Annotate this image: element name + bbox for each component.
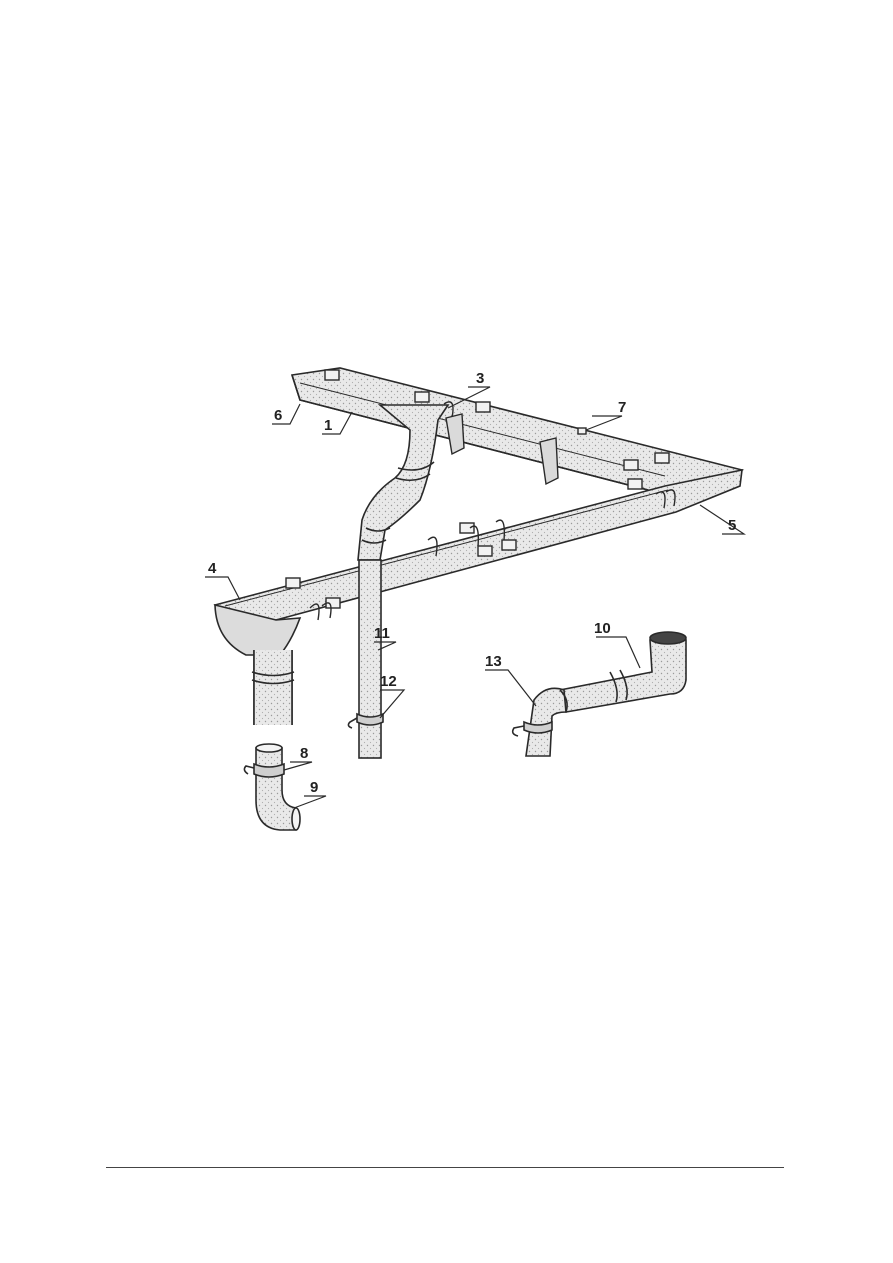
straight-downpipe: [347, 559, 384, 759]
callout-label-13: 13: [485, 653, 502, 670]
offset-downpipe: [357, 404, 450, 561]
callout-label-8: 8: [300, 745, 308, 762]
callout-label-9: 9: [310, 779, 318, 796]
callout-leaders: [205, 386, 747, 809]
gutter-hangers: [285, 369, 670, 609]
footer-divider: [106, 1167, 784, 1168]
callout-label-10: 10: [594, 620, 611, 637]
brackets: [445, 413, 559, 486]
front-gutter: [213, 468, 743, 656]
back-gutter: [290, 367, 745, 499]
callout-label-5: 5: [728, 517, 736, 534]
callout-label-3: 3: [476, 370, 484, 387]
callout-label-12: 12: [380, 673, 397, 690]
callout-label-4: 4: [208, 560, 217, 577]
callout-label-6: 6: [274, 407, 282, 424]
gutter-joints: [309, 401, 676, 621]
right-bend-assembly: [511, 631, 687, 757]
outlet-bend-assembly: [243, 743, 301, 831]
callout-label-11: 11: [374, 625, 390, 642]
callout-label-1: 1: [324, 417, 332, 434]
left-outlet-pipe: [251, 650, 295, 725]
callout-label-7: 7: [618, 399, 626, 416]
